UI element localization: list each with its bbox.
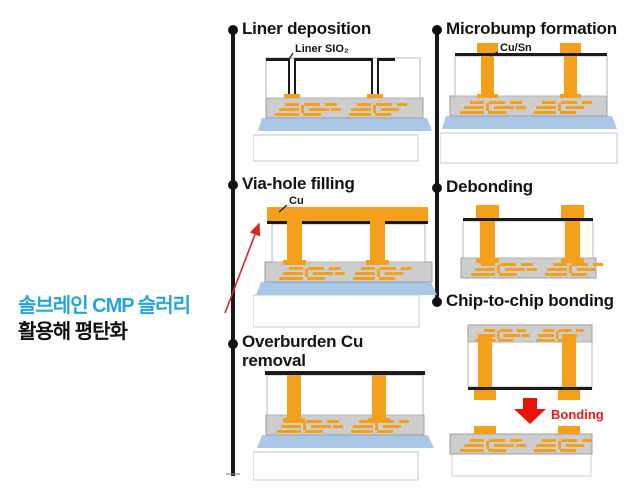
chip-top-line — [265, 371, 425, 375]
debonding-diagram — [460, 205, 603, 279]
substrate-blue-layer — [442, 116, 617, 129]
carrier-wafer-outline — [440, 132, 618, 164]
microbump-formation-diagram: Cu/Sn — [440, 42, 618, 164]
substrate-blue-layer — [256, 282, 437, 295]
cu-vias — [283, 371, 390, 423]
right-timeline — [435, 28, 439, 302]
carrier-wafer-outline — [253, 294, 420, 328]
via-hole-filling-diagram: Cu — [253, 195, 437, 328]
substrate-blue-layer — [257, 435, 434, 448]
bonding-arrow-icon — [514, 398, 546, 424]
cu-vias-and-bumps — [476, 205, 584, 263]
bullet-liner — [228, 25, 238, 35]
annotation-line1: 솔브레인 CMP 슬러리 — [18, 295, 191, 317]
bonding-label: Bonding — [551, 407, 604, 422]
carrier-wafer-outline — [253, 134, 419, 162]
cu-vias-and-bumps — [477, 43, 581, 98]
step-title-overburden-line1: Overburden Cu — [242, 332, 364, 351]
step-title-overburden-line2: removal — [242, 351, 306, 370]
via-bottom-pad — [284, 94, 300, 98]
label-pointer-line — [278, 204, 288, 213]
step-title-liner: Liner deposition — [242, 19, 372, 38]
bullet-via — [228, 180, 238, 190]
carrier-wafer-outline — [253, 451, 419, 481]
timeline-end-tick — [226, 473, 240, 475]
bullet-microbump — [432, 25, 442, 35]
chip-top-line — [455, 53, 607, 56]
cu-label: Cu — [289, 195, 304, 207]
top-chip-bottom-line — [468, 387, 592, 390]
step-title-overburden: Overburden Cu removal — [242, 332, 363, 370]
label-pointer-line — [287, 52, 294, 62]
cmp-slurry-annotation: 솔브레인 CMP 슬러리 활용해 평탄화 — [18, 293, 191, 345]
bullet-chip2chip — [432, 297, 442, 307]
step-title-microbump: Microbump formation — [446, 19, 617, 38]
chip-top-line — [267, 221, 428, 224]
cu-sn-label: Cu/Sn — [500, 42, 532, 54]
bullet-debonding — [432, 183, 442, 193]
overburden-removal-diagram — [253, 371, 434, 481]
bottom-chip-bumps — [474, 426, 580, 434]
annotation-line2: 활용해 평탄화 — [18, 321, 128, 343]
step-title-chip2chip: Chip-to-chip bonding — [446, 291, 614, 310]
step-title-debonding: Debonding — [446, 177, 533, 196]
bottom-chip-substrate — [451, 453, 592, 477]
step-title-via: Via-hole filling — [242, 174, 355, 193]
liner-sio2-label: Liner SIO₂ — [295, 43, 349, 55]
liner-deposition-diagram: Liner SIO₂ — [253, 43, 432, 162]
bullet-overburden — [228, 339, 238, 349]
label-pointer-line — [489, 51, 499, 57]
liner-top-surface — [266, 58, 395, 94]
cu-overburden-and-vias — [267, 207, 428, 265]
substrate-blue-layer — [258, 118, 432, 131]
chip-to-chip-bonding-diagram: Bonding — [449, 324, 604, 477]
left-timeline — [231, 28, 235, 476]
top-chip-vias-and-bumps — [474, 334, 580, 400]
via-bottom-pad — [367, 94, 383, 98]
chip-top-line — [463, 218, 593, 221]
silicon-body — [454, 55, 608, 97]
